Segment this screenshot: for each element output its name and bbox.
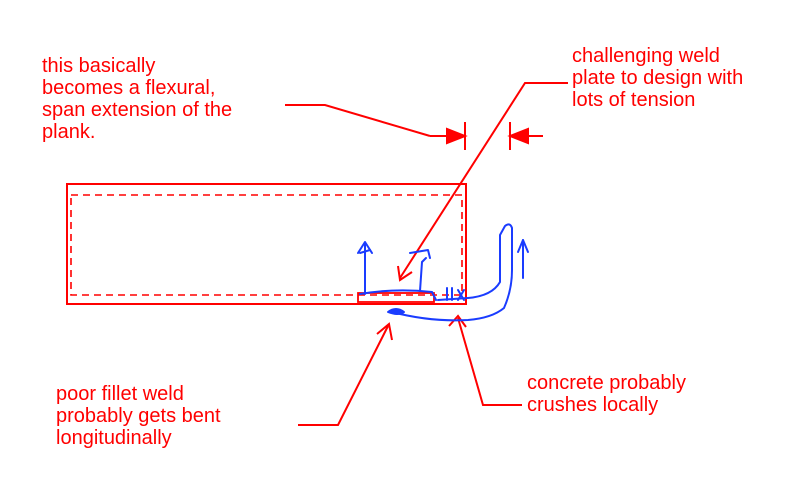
dimension-arrows [430,122,543,150]
concrete-leader [457,317,522,406]
weld-plate-leader [399,82,568,279]
weld-plate-tension-note: challenging weld plate to design with lo… [572,45,744,111]
deformed-connection-sketch [357,223,529,322]
plank-outline [66,183,467,305]
fillet-leader [298,325,389,426]
plank-reinforcement-dashed [70,194,463,296]
leader-arrowheads [376,265,467,341]
flexural-span-extension-note: this basically becomes a flexural, span … [42,55,233,143]
flexural-leader [285,104,431,137]
fillet-weld-note: poor fillet weld probably gets bent long… [56,383,221,449]
concrete-crush-note: concrete probably crushes locally [527,372,686,416]
leader-lines [285,82,568,426]
